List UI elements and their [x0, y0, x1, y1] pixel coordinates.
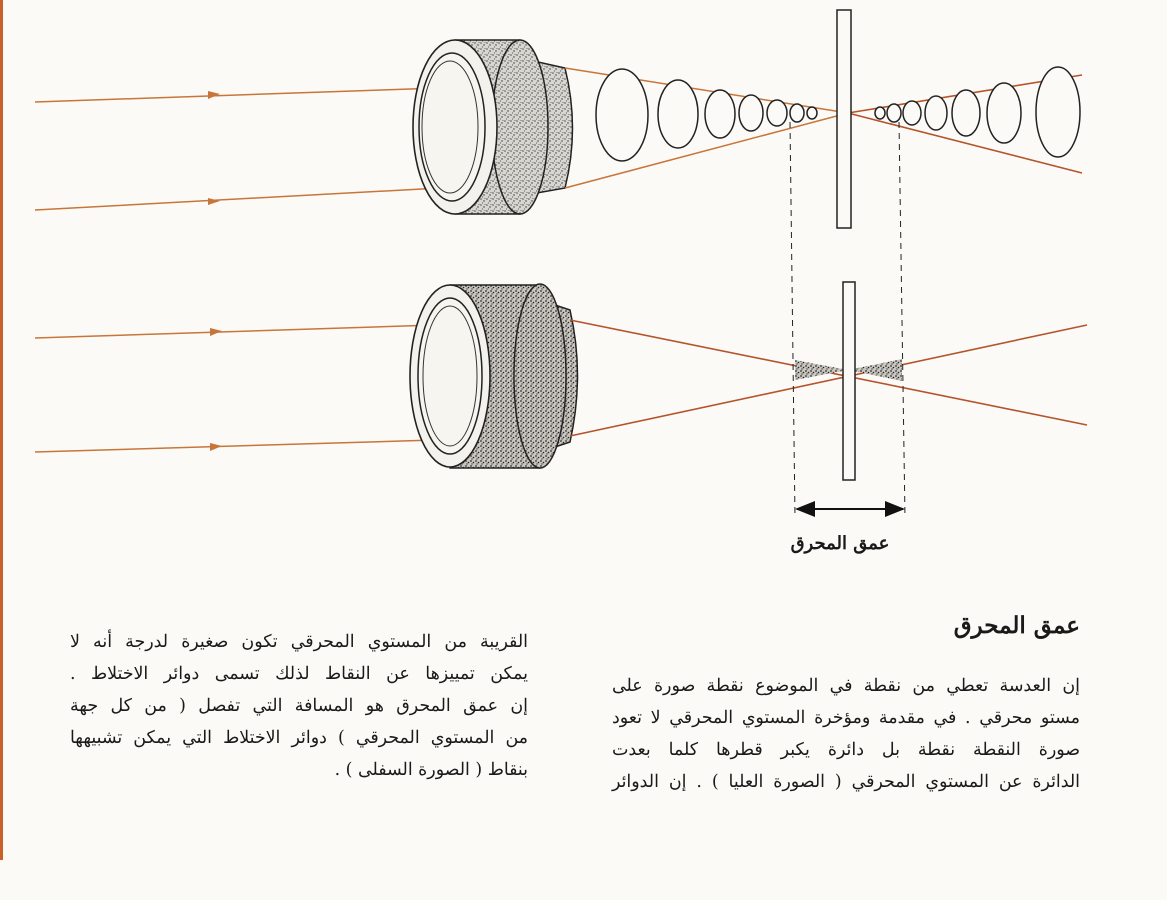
circles-of-confusion-top [595, 66, 1081, 162]
text-line: بنقاط ( الصورة السفلى ) . [334, 760, 528, 780]
text-line: يمكن تمييزها عن النقاط لذلك تسمى دوائر ا… [70, 664, 528, 684]
page-edge-bar [0, 0, 3, 860]
paragraph-right-column: إن العدسة تعطي من نقطة في الموضوع نقطة ص… [612, 670, 1080, 798]
ray-arrowhead [208, 91, 220, 99]
incoming-ray-top-1 [34, 87, 441, 103]
lens-bottom [409, 283, 579, 469]
dof-bound-right [898, 121, 906, 519]
top-diagram [34, 9, 1083, 229]
text-line: مستو محرقي . في مقدمة ومؤخرة المستوي الم… [612, 708, 1080, 728]
focal-plane-bottom [842, 281, 856, 481]
depth-of-field-figure [34, 9, 1088, 519]
dof-bound-left [789, 121, 796, 519]
ray-arrowhead [210, 328, 222, 336]
text-line: القريبة من المستوي المحرقي تكون صغيرة لد… [70, 632, 528, 652]
section-title: عمق المحرق [953, 612, 1080, 639]
focal-plane-top [836, 9, 852, 229]
cone-ray-upper-out [847, 112, 1083, 174]
depth-of-field-label: عمق المحرق [790, 533, 890, 554]
text-line: من المستوي المحرقي ) دوائر الاختلاط التي… [70, 728, 528, 748]
text-line: إن عمق المحرق هو المسافة التي تفصل ( من … [70, 696, 528, 716]
paragraph-left-column: القريبة من المستوي المحرقي تكون صغيرة لد… [70, 626, 528, 786]
depth-zone-shading [795, 360, 848, 380]
lens-top [412, 39, 574, 215]
cone-ray-lower [564, 112, 849, 189]
text-line: الدائرة عن المستوي المحرقي ( الصورة العل… [612, 772, 1080, 792]
incoming-ray-bottom-2 [34, 439, 436, 453]
bottom-diagram [34, 281, 1088, 481]
incoming-ray-top-2 [34, 187, 441, 211]
incoming-ray-bottom-1 [34, 324, 436, 339]
ray-arrowhead [210, 443, 222, 451]
text-line: صورة النقطة نقطة بل دائرة يكبر قطرها كلم… [612, 740, 1080, 760]
ray-arrowhead [208, 198, 220, 205]
cross-ray-2 [569, 324, 1088, 437]
text-line: إن العدسة تعطي من نقطة في الموضوع نقطة ص… [612, 676, 1080, 696]
depth-zone-shading [848, 359, 902, 381]
